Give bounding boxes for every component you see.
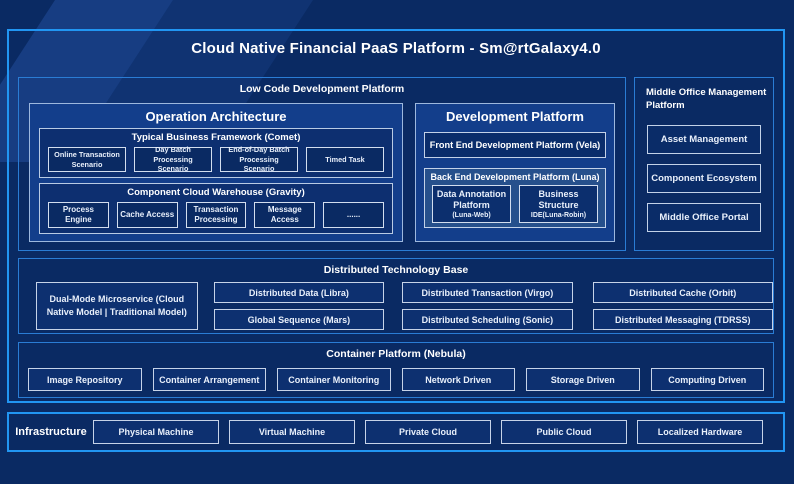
distributed-column: Distributed Data (Libra) Global Sequence…: [213, 282, 385, 330]
top-row: Low Code Development Platform Operation …: [18, 77, 774, 251]
low-code-development-platform-panel: Low Code Development Platform Operation …: [18, 77, 626, 251]
typical-business-framework-title: Typical Business Framework (Comet): [131, 132, 301, 143]
diagram-node: Global Sequence (Mars): [213, 309, 385, 330]
middle-office-management-panel: Middle Office Management Platform Asset …: [634, 77, 774, 251]
diagram-node: Day Batch Processing Scenario: [134, 145, 212, 173]
component-cloud-warehouse-title: Component Cloud Warehouse (Gravity): [127, 187, 305, 198]
infrastructure-label: Infrastructure: [15, 426, 87, 438]
node-label: Data Annotation Platform: [436, 189, 507, 211]
diagram-node: Distributed Messaging (TDRSS): [592, 309, 773, 330]
distributed-content: Dual-Mode Microservice (Cloud Native Mod…: [19, 276, 773, 330]
container-platform-panel: Container Platform (Nebula) Image Reposi…: [18, 342, 774, 398]
node-sublabel: IDE(Luna-Robin): [530, 211, 587, 219]
distributed-technology-base-panel: Distributed Technology Base Dual-Mode Mi…: [18, 258, 774, 334]
distributed-panel-label: Distributed Technology Base: [323, 264, 469, 276]
front-end-platform-node: Front End Development Platform (Vela): [424, 132, 606, 158]
diagram-node: Middle Office Portal: [647, 202, 761, 232]
diagram-node: Asset Management: [647, 124, 761, 154]
back-end-platform-title: Back End Development Platform (Luna): [430, 172, 600, 182]
diagram-node: Virtual Machine: [229, 420, 355, 444]
distributed-column: Distributed Transaction (Virgo) Distribu…: [402, 282, 573, 330]
diagram-node: Component Ecosystem: [647, 163, 761, 193]
node-sublabel: (Luna-Web): [452, 211, 491, 219]
diagram-node: Data Annotation Platform (Luna-Web): [432, 185, 511, 223]
dual-mode-microservice-node: Dual-Mode Microservice (Cloud Native Mod…: [36, 282, 198, 330]
diagram-node: ......: [323, 202, 384, 228]
operation-architecture-title: Operation Architecture: [145, 109, 287, 124]
typical-business-framework-box: Typical Business Framework (Comet) Onlin…: [39, 128, 393, 178]
diagram-node: Distributed Scheduling (Sonic): [402, 309, 573, 330]
diagram-node: Online Transaction Scenario: [48, 147, 126, 172]
container-items-row: Image Repository Container Arrangement C…: [19, 360, 773, 391]
diagram-node: Distributed Transaction (Virgo): [402, 282, 573, 303]
diagram-node: Network Driven: [401, 368, 515, 391]
main-panel: Cloud Native Financial PaaS Platform - S…: [7, 29, 785, 403]
diagram-node: Computing Driven: [650, 368, 764, 391]
diagram-node: Container Monitoring: [277, 368, 391, 391]
low-code-content: Operation Architecture Typical Business …: [29, 103, 615, 242]
diagram-node: Physical Machine: [93, 420, 219, 444]
diagram-node: Timed Task: [306, 147, 384, 172]
diagram-node: Transaction Processing: [185, 202, 247, 228]
infrastructure-panel: Infrastructure Physical Machine Virtual …: [7, 412, 785, 452]
development-platform-title: Development Platform: [446, 109, 584, 124]
diagram-node: Image Repository: [28, 368, 142, 391]
middle-office-panel-label: Middle Office Management Platform: [646, 87, 767, 112]
diagram-node: Message Access: [254, 202, 316, 228]
comet-items-row: Online Transaction Scenario Day Batch Pr…: [40, 145, 392, 177]
distributed-column: Distributed Cache (Orbit) Distributed Me…: [592, 282, 773, 330]
diagram-node: Public Cloud: [501, 420, 627, 444]
diagram-node: Container Arrangement: [152, 368, 266, 391]
operation-architecture-box: Operation Architecture Typical Business …: [29, 103, 403, 242]
back-end-items-row: Data Annotation Platform (Luna-Web) Busi…: [425, 185, 605, 223]
diagram-node: Localized Hardware: [637, 420, 763, 444]
diagram-node: Distributed Cache (Orbit): [592, 282, 773, 303]
diagram-node: Process Engine: [48, 202, 109, 228]
diagram-node: Storage Driven: [526, 368, 640, 391]
development-platform-box: Development Platform Front End Developme…: [415, 103, 615, 242]
component-cloud-warehouse-box: Component Cloud Warehouse (Gravity) Proc…: [39, 183, 393, 234]
back-end-platform-box: Back End Development Platform (Luna) Dat…: [424, 168, 606, 228]
container-panel-label: Container Platform (Nebula): [326, 348, 466, 360]
node-label: Business Structure: [538, 189, 579, 211]
diagram-node: Private Cloud: [365, 420, 491, 444]
low-code-panel-label: Low Code Development Platform: [239, 83, 405, 95]
diagram-node: End-of-Day Batch Processing Scenario: [220, 145, 298, 173]
diagram-node: Business Structure IDE(Luna-Robin): [519, 185, 598, 223]
diagram-node: Cache Access: [116, 202, 178, 228]
page-title: Cloud Native Financial PaaS Platform - S…: [191, 40, 601, 57]
infrastructure-items-row: Physical Machine Virtual Machine Private…: [93, 420, 783, 444]
gravity-items-row: Process Engine Cache Access Transaction …: [40, 200, 392, 233]
middle-office-items: Asset Management Component Ecosystem Mid…: [635, 113, 773, 250]
diagram-node: Distributed Data (Libra): [213, 282, 385, 303]
